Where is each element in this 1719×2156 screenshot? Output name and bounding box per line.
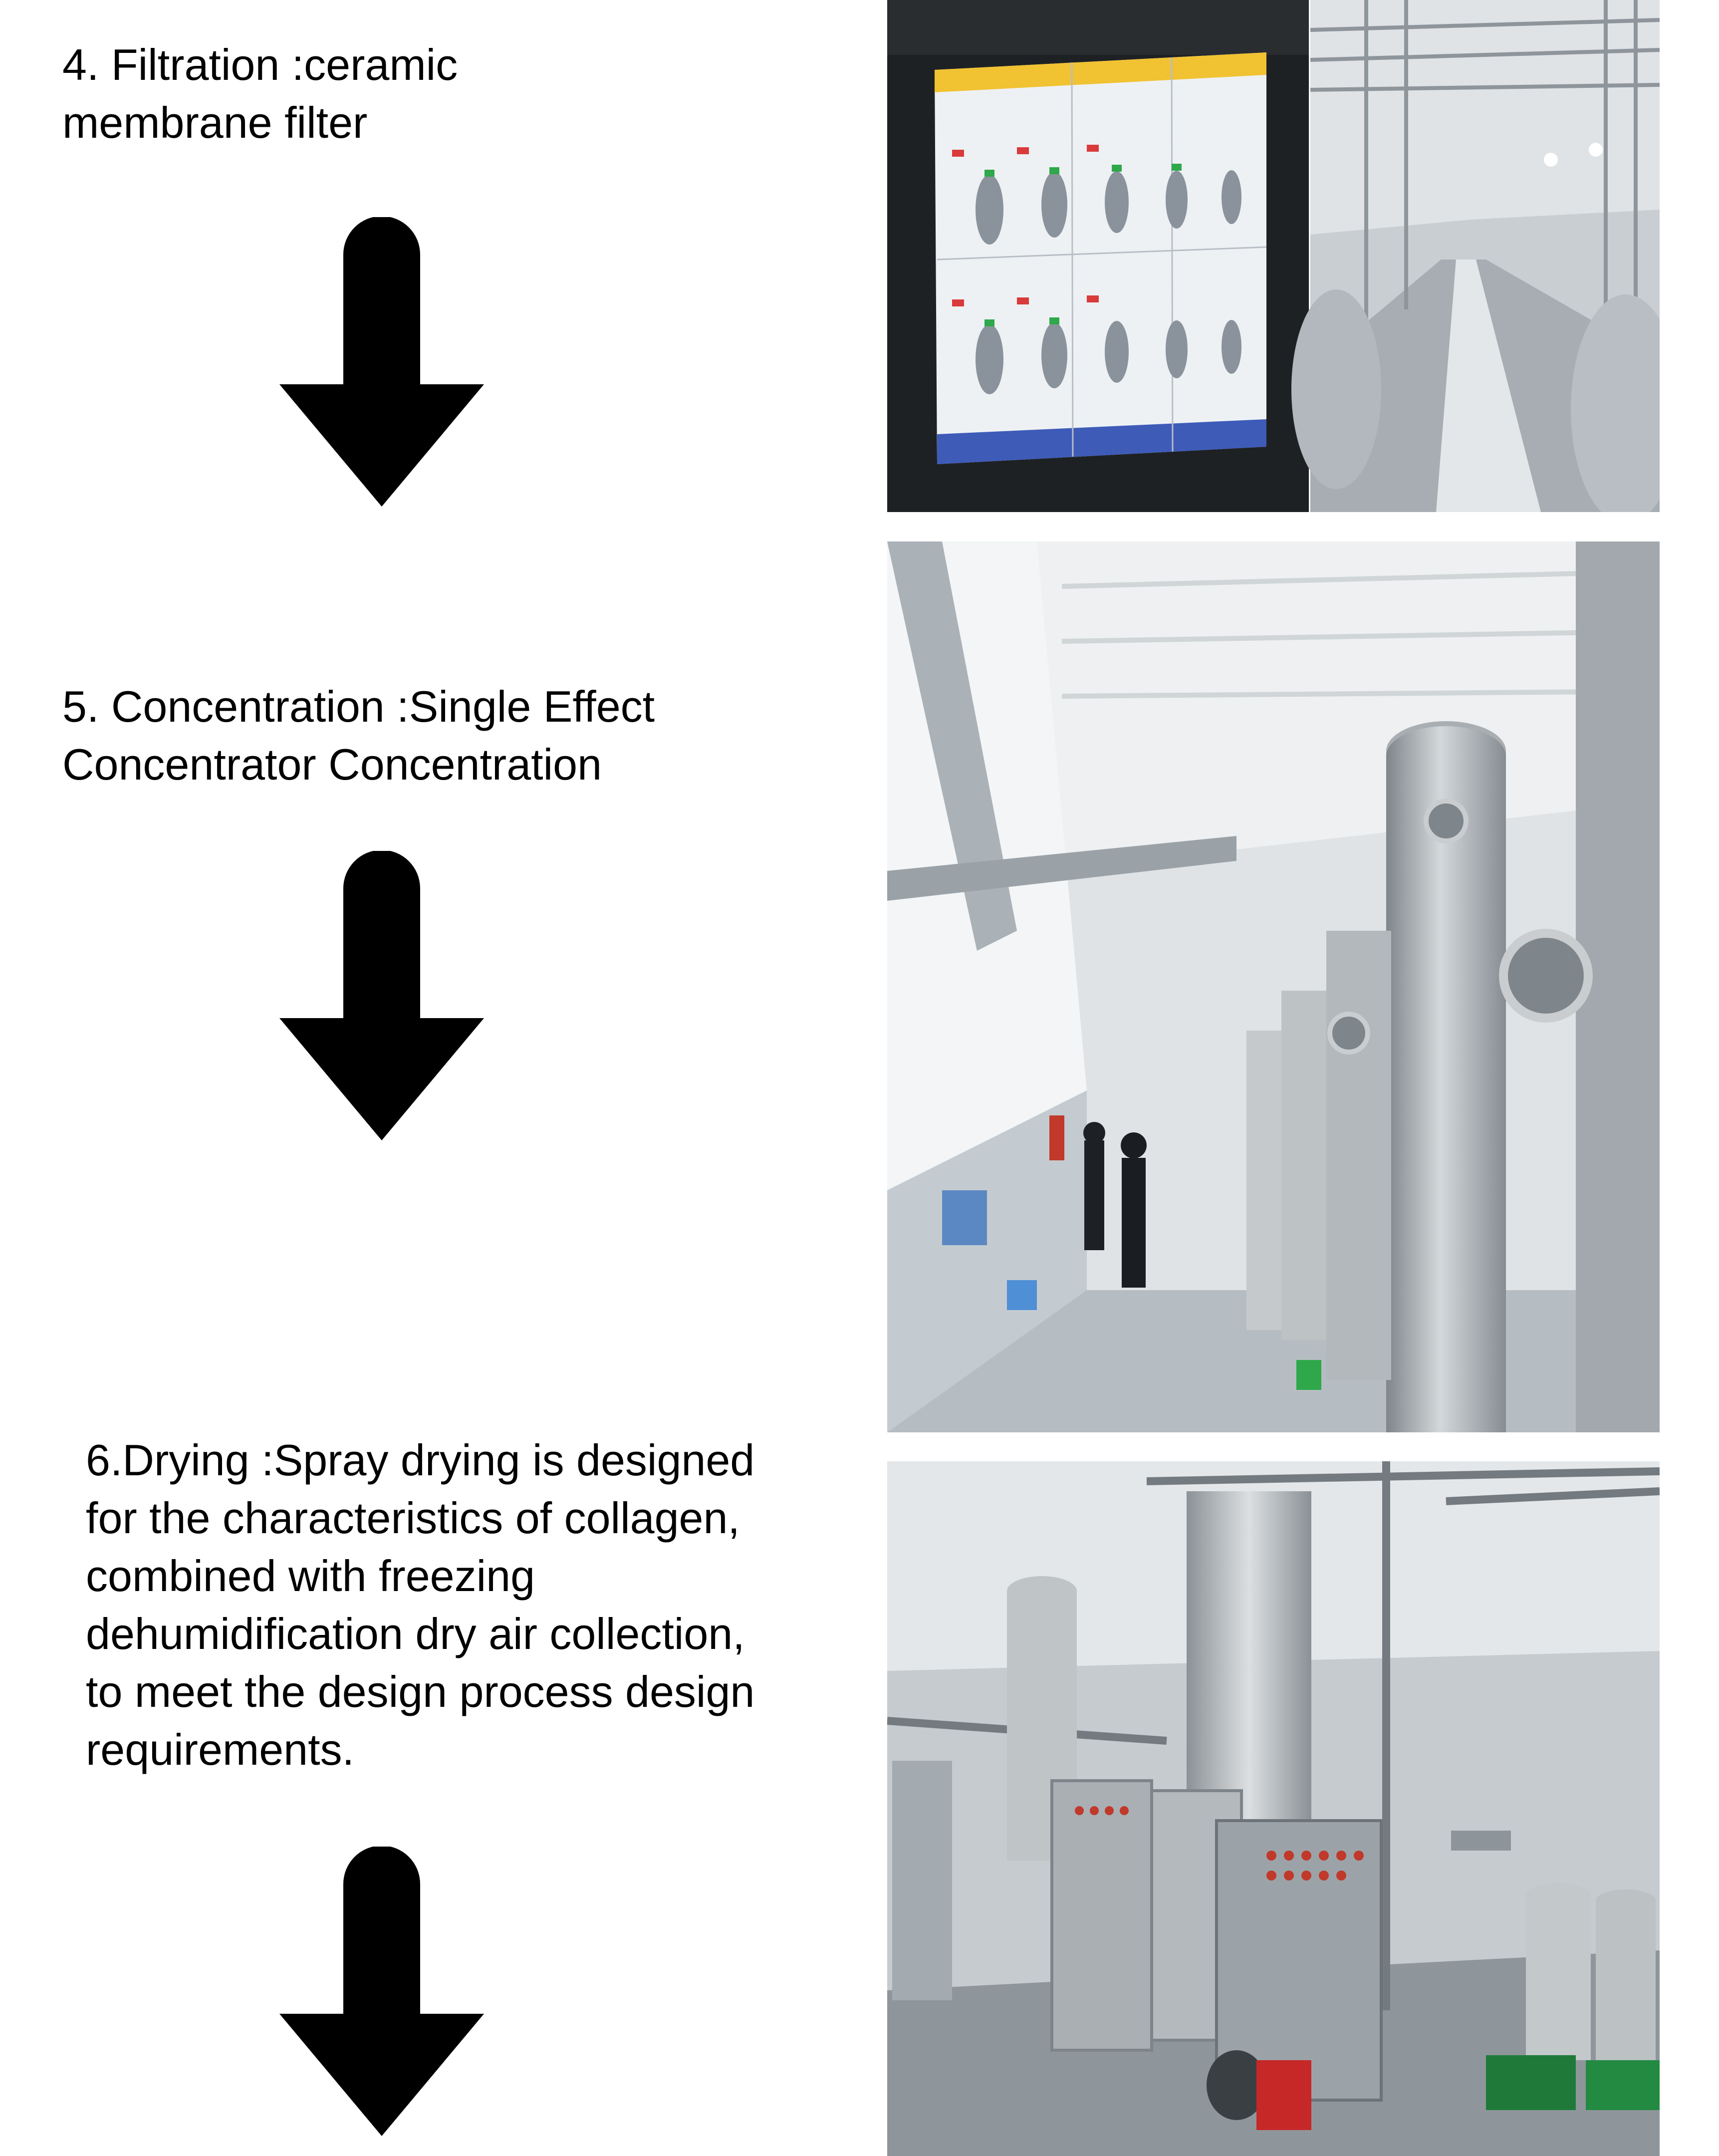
step-4-text: 4. Filtration :ceramic membrane filter <box>62 40 458 147</box>
step-6-text: 6.Drying :Spray drying is designed for t… <box>86 1435 755 1774</box>
concentration-photo <box>887 541 1660 1432</box>
arrow-down-icon <box>279 851 484 1140</box>
arrow-down-icon <box>279 217 484 507</box>
arrow-down-icon <box>279 1847 484 2136</box>
filtration-photo <box>887 0 1660 512</box>
step-5-text: 5. Concentration :Single Effect Concentr… <box>62 682 655 789</box>
drying-photo <box>887 1461 1660 2156</box>
